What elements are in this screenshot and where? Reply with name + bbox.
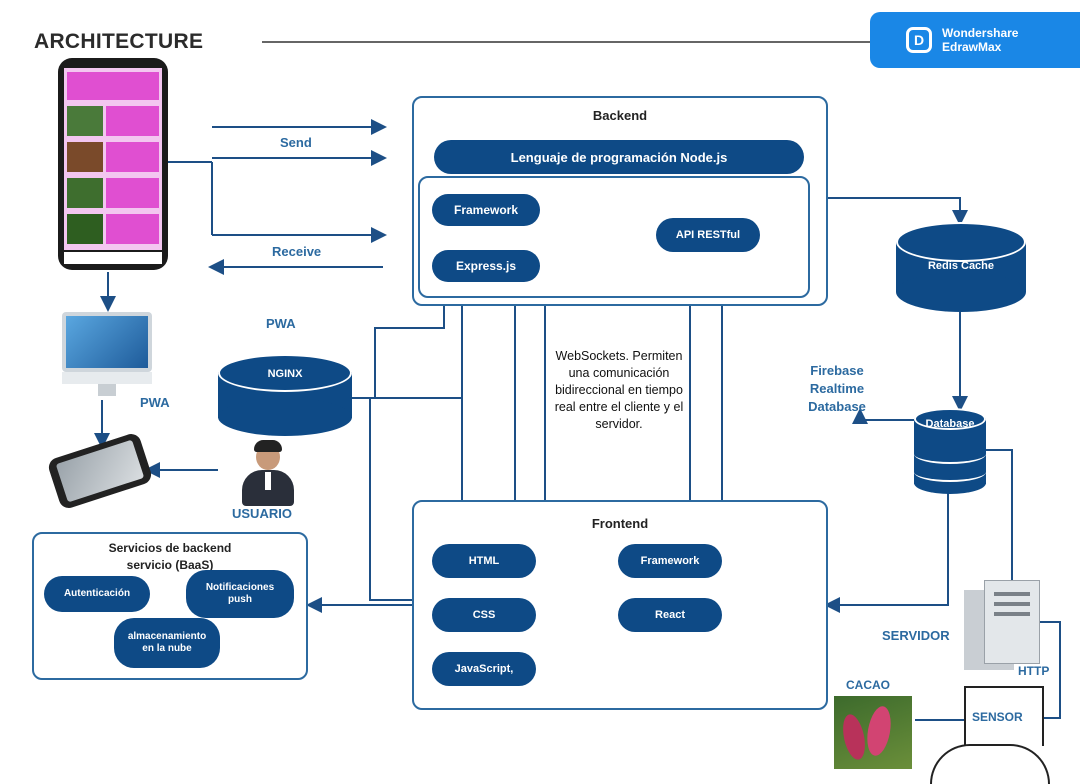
- auth-pill: Autenticación: [44, 576, 150, 612]
- react-pill: React: [618, 598, 722, 632]
- css-pill: CSS: [432, 598, 536, 632]
- mobile-app-screenshot: [58, 58, 168, 270]
- cloud-storage-pill: almacenamiento en la nube: [114, 618, 220, 668]
- dome-icon: [930, 744, 1050, 784]
- redis-cache-cylinder: Redis Cache: [896, 222, 1026, 312]
- brand-line1: Wondershare: [942, 26, 1019, 40]
- frontend-title: Frontend: [591, 516, 649, 531]
- baas-title-line1: Servicios de backend: [108, 541, 232, 555]
- sensor-label: SENSOR: [972, 710, 1023, 724]
- pwa-desktop-label: PWA: [140, 395, 170, 410]
- javascript-pill: JavaScript,: [432, 652, 536, 686]
- http-label: HTTP: [1018, 664, 1050, 678]
- backend-framework-pill: Framework: [432, 194, 540, 226]
- firebase-line1: Firebase: [810, 363, 864, 378]
- receive-label: Receive: [272, 244, 322, 259]
- cacao-photo: [834, 696, 912, 769]
- firebase-line2: Realtime: [809, 381, 865, 396]
- cacao-label: CACAO: [846, 678, 890, 692]
- pwa-label: PWA: [266, 316, 296, 331]
- frontend-framework-pill: Framework: [618, 544, 722, 578]
- baas-title-line2: servicio (BaaS): [126, 558, 214, 572]
- send-label: Send: [280, 135, 312, 150]
- websockets-note: WebSockets. Permiten una comunicación bi…: [554, 349, 684, 431]
- user-avatar-icon: [238, 440, 298, 506]
- baas-title: Servicios de backend servicio (BaaS): [34, 540, 306, 574]
- redis-label: Redis Cache: [927, 260, 995, 272]
- title-divider: [262, 41, 882, 43]
- firebase-label: Firebase Realtime Database: [806, 362, 868, 416]
- server-label: SERVIDOR: [882, 628, 950, 643]
- sensor-device-icon: [964, 686, 1044, 746]
- database-label: Database: [925, 418, 975, 430]
- database-cylinder: Database: [914, 408, 986, 494]
- nginx-cylinder: NGINX: [218, 354, 352, 436]
- nginx-label: NGINX: [267, 368, 303, 380]
- server-tower-icon: [964, 580, 1040, 670]
- api-restful-pill: API RESTful: [656, 218, 760, 252]
- html-pill: HTML: [432, 544, 536, 578]
- nodejs-pill: Lenguaje de programación Node.js: [434, 140, 804, 174]
- user-label: USUARIO: [232, 506, 292, 521]
- backend-title: Backend: [592, 108, 648, 123]
- edraw-logo-icon: D: [906, 27, 932, 53]
- desktop-monitor-icon: [62, 312, 152, 398]
- firebase-line3: Database: [808, 399, 866, 414]
- page-title: ARCHITECTURE: [34, 30, 204, 53]
- brand-line2: EdrawMax: [942, 40, 1002, 54]
- push-notifications-pill: Notificaciones push: [186, 570, 294, 618]
- brand-badge[interactable]: D Wondershare EdrawMax: [870, 12, 1080, 68]
- express-pill: Express.js: [432, 250, 540, 282]
